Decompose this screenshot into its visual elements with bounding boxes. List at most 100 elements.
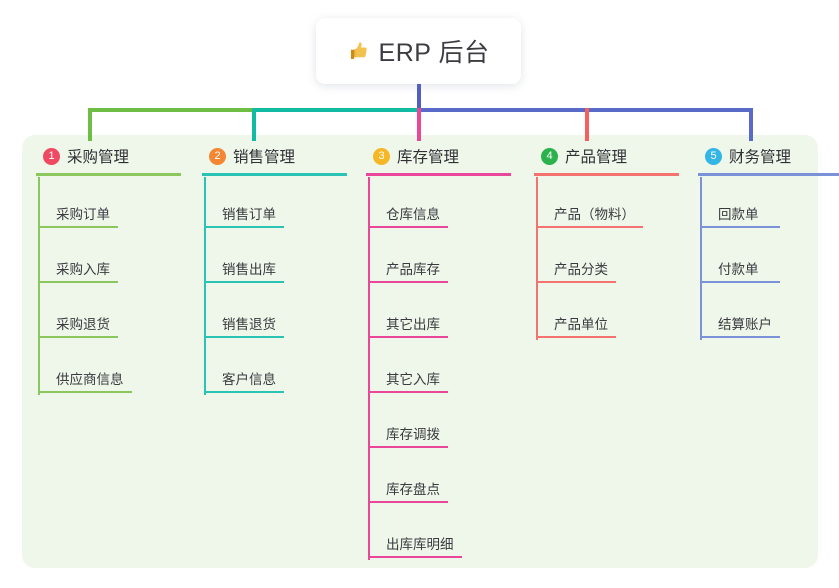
root-node-card[interactable]: ERP 后台: [316, 18, 521, 84]
branch-item[interactable]: 采购退货: [30, 287, 129, 342]
branch-header[interactable]: 1 采购管理: [30, 143, 181, 177]
branch-item-label: 产品分类: [554, 262, 608, 277]
branch-item[interactable]: 库存盘点: [360, 452, 459, 507]
branch-item-label: 产品（物料）: [554, 207, 635, 222]
branch-item[interactable]: 产品分类: [528, 232, 627, 287]
branch-items: 销售订单销售出库销售退货客户信息: [196, 177, 295, 397]
root-node-title: ERP 后台: [378, 39, 490, 67]
branch-item-underline: [700, 226, 780, 228]
branch-item-label: 库存调拨: [386, 427, 440, 442]
branch-item-underline: [536, 281, 616, 283]
root-trunk-line: [417, 84, 421, 112]
green-segment: [88, 108, 254, 112]
branch-item[interactable]: 销售订单: [196, 177, 295, 232]
branch-item-label: 结算账户: [718, 317, 772, 332]
branch-item[interactable]: 采购入库: [30, 232, 129, 287]
branch-column-采购管理: 1 采购管理采购订单采购入库采购退货供应商信息: [30, 143, 181, 397]
branch-item-label: 采购订单: [56, 207, 110, 222]
branch-item-label: 销售订单: [222, 207, 276, 222]
branch-header-underline: [698, 173, 839, 176]
branch-spine-line: [204, 177, 206, 395]
drop-product: [585, 108, 589, 141]
branch-item-underline: [700, 281, 780, 283]
branch-item[interactable]: 仓库信息: [360, 177, 459, 232]
branch-header-row: 1 采购管理: [30, 143, 129, 169]
drop-finance: [749, 108, 753, 141]
branch-item[interactable]: 产品库存: [360, 232, 459, 287]
branch-item[interactable]: 客户信息: [196, 342, 295, 397]
branch-header-row: 5 财务管理: [692, 143, 791, 169]
branch-header-row: 3 库存管理: [360, 143, 459, 169]
branch-spine-line: [368, 177, 370, 560]
branch-item-underline: [368, 281, 448, 283]
drop-purchase: [88, 108, 92, 141]
branch-item-label: 仓库信息: [386, 207, 440, 222]
branch-item-underline: [38, 391, 132, 393]
branch-item-underline: [38, 281, 118, 283]
branch-item-label: 销售退货: [222, 317, 276, 332]
branch-number-badge: 4: [541, 147, 558, 165]
branch-title: 采购管理: [67, 149, 130, 166]
branch-header[interactable]: 5 财务管理: [692, 143, 839, 177]
branch-spine-line: [38, 177, 40, 395]
branch-item[interactable]: 付款单: [692, 232, 791, 287]
branch-items: 回款单付款单结算账户: [692, 177, 791, 342]
branch-item-label: 出库库明细: [386, 537, 454, 552]
branch-item[interactable]: 回款单: [692, 177, 791, 232]
branch-item-underline: [204, 281, 284, 283]
branch-item-underline: [368, 226, 448, 228]
branch-header-row: 4 产品管理: [528, 143, 627, 169]
branch-item-underline: [368, 556, 462, 558]
branch-number-badge: 5: [705, 147, 722, 165]
branch-title: 库存管理: [397, 149, 460, 166]
branch-item-label: 采购退货: [56, 317, 110, 332]
branch-item-label: 销售出库: [222, 262, 276, 277]
branch-title: 财务管理: [729, 149, 792, 166]
branch-item-label: 其它入库: [386, 372, 440, 387]
thumbs-up-icon: [348, 40, 370, 62]
branch-item[interactable]: 产品（物料）: [528, 177, 643, 232]
branch-item[interactable]: 出库库明细: [360, 507, 462, 562]
branch-item[interactable]: 供应商信息: [30, 342, 132, 397]
branch-item-label: 采购入库: [56, 262, 110, 277]
branch-header[interactable]: 3 库存管理: [360, 143, 511, 177]
branch-column-财务管理: 5 财务管理回款单付款单结算账户: [692, 143, 839, 342]
branch-item-underline: [700, 336, 780, 338]
branch-item[interactable]: 其它入库: [360, 342, 459, 397]
branch-item-underline: [368, 501, 448, 503]
branch-item-underline: [536, 336, 616, 338]
branch-item[interactable]: 其它出库: [360, 287, 459, 342]
branch-title: 产品管理: [565, 149, 628, 166]
branch-item-underline: [204, 226, 284, 228]
branch-spine-line: [536, 177, 538, 340]
branch-item-underline: [368, 446, 448, 448]
branch-item-underline: [536, 226, 643, 228]
drop-inventory: [417, 108, 421, 141]
branch-item[interactable]: 库存调拨: [360, 397, 459, 452]
branch-column-库存管理: 3 库存管理仓库信息产品库存其它出库其它入库库存调拨库存盘点出库库明细: [360, 143, 511, 562]
branch-item[interactable]: 销售退货: [196, 287, 295, 342]
branch-header[interactable]: 4 产品管理: [528, 143, 679, 177]
branch-items: 产品（物料） 产品分类产品单位: [528, 177, 643, 342]
branch-item-label: 其它出库: [386, 317, 440, 332]
branch-item-underline: [204, 391, 284, 393]
branch-number-badge: 3: [373, 147, 390, 165]
branch-item[interactable]: 采购订单: [30, 177, 129, 232]
branch-item-label: 产品库存: [386, 262, 440, 277]
branch-item-underline: [368, 336, 448, 338]
branch-item[interactable]: 销售出库: [196, 232, 295, 287]
content-panel: [22, 135, 818, 568]
branch-title: 销售管理: [233, 149, 296, 166]
branch-item[interactable]: 结算账户: [692, 287, 791, 342]
branch-item-label: 回款单: [718, 207, 759, 222]
branch-number-badge: 1: [43, 147, 60, 165]
branch-item-label: 库存盘点: [386, 482, 440, 497]
branch-items: 仓库信息产品库存其它出库其它入库库存调拨库存盘点出库库明细: [360, 177, 462, 562]
branch-item-underline: [368, 391, 448, 393]
teal-segment: [254, 108, 419, 112]
branch-item[interactable]: 产品单位: [528, 287, 627, 342]
branch-item-underline: [38, 226, 118, 228]
